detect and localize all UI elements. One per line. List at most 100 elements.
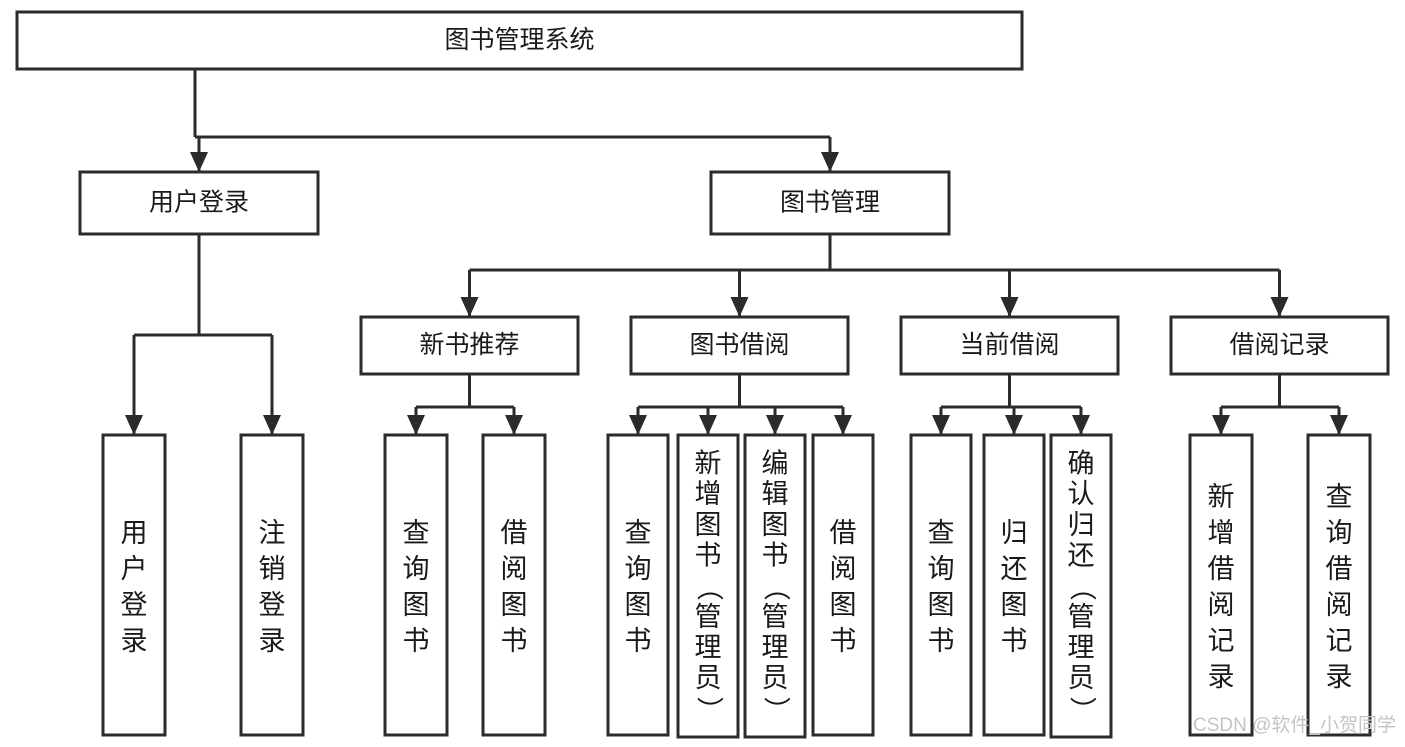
node-label-char: 查	[1326, 482, 1353, 512]
node-label-char: 书	[695, 541, 722, 571]
node-label-char: 图	[625, 590, 652, 620]
node-label-char: 询	[403, 554, 430, 584]
arrow-down-icon	[460, 297, 479, 317]
node-label-char: 员	[762, 663, 789, 693]
node-label-char: 新	[695, 449, 722, 479]
node-label-char: 还	[1001, 554, 1028, 584]
arrow-down-icon	[932, 415, 950, 435]
node-label-char: 借	[501, 518, 528, 548]
node-label-char: 新	[1208, 482, 1235, 512]
node-label-char: 归	[1068, 510, 1095, 540]
node-label-char: 图	[1001, 590, 1028, 620]
arrow-down-icon	[125, 415, 143, 435]
node-label: 用户登录	[149, 189, 249, 217]
node-label-char: 理	[695, 633, 722, 663]
arrow-down-icon	[730, 297, 749, 317]
node-借阅记录[interactable]: 借阅记录	[1169, 315, 1390, 376]
node-label-char: 查	[625, 518, 652, 548]
node-label-char: （	[694, 574, 724, 601]
arrow-down-icon	[629, 415, 647, 435]
csdn-watermark: CSDN @软件_小贺同学	[1193, 714, 1396, 736]
node-label-char: 借	[1208, 554, 1235, 584]
node-用户登录[interactable]: 用户登录	[101, 433, 167, 737]
node-label-char: 管	[695, 602, 722, 632]
arrow-down-icon	[834, 415, 852, 435]
node-label: 图书借阅	[689, 331, 789, 359]
node-图书管理系统[interactable]: 图书管理系统	[15, 10, 1024, 71]
arrow-down-icon	[1212, 415, 1230, 435]
node-label-char: 书	[1001, 626, 1028, 656]
arrow-down-icon	[1330, 415, 1348, 435]
node-label-char: 图	[403, 590, 430, 620]
node-当前借阅[interactable]: 当前借阅	[899, 315, 1120, 376]
node-label-char: 登	[259, 590, 286, 620]
node-label-char: 阅	[1208, 590, 1235, 620]
arrow-down-icon	[190, 152, 208, 172]
node-label-char: 员	[695, 663, 722, 693]
node-label-char: 询	[1326, 518, 1353, 548]
node-label-char: 阅	[830, 554, 857, 584]
node-label: 图书管理	[780, 189, 880, 217]
node-图书管理[interactable]: 图书管理	[709, 170, 951, 236]
node-label-char: 查	[928, 518, 955, 548]
node-图书借阅[interactable]: 图书借阅	[629, 315, 850, 376]
node-layer: 图书管理系统用户登录图书管理新书推荐图书借阅当前借阅借阅记录用户登录注销登录查询…	[15, 10, 1390, 739]
node-label-char: 询	[625, 554, 652, 584]
arrow-down-icon	[263, 415, 281, 435]
node-label-char: ）	[761, 696, 791, 723]
node-label-char: 借	[1326, 554, 1353, 584]
node-label-char: 图	[830, 590, 857, 620]
arrow-down-icon	[505, 415, 523, 435]
node-label: 新书推荐	[419, 331, 519, 359]
node-label-char: 记	[1208, 626, 1235, 656]
node-label-char: （	[1067, 574, 1097, 601]
node-label-char: 辑	[762, 479, 789, 509]
arrow-down-icon	[407, 415, 425, 435]
node-label-char: 理	[1068, 633, 1095, 663]
node-用户登录[interactable]: 用户登录	[78, 170, 320, 236]
node-label-char: 图	[695, 510, 722, 540]
node-label-char: 归	[1001, 518, 1028, 548]
node-label-char: 书	[501, 626, 528, 656]
node-label-char: ）	[694, 696, 724, 723]
node-label-char: 认	[1068, 479, 1095, 509]
arrow-down-icon	[1270, 297, 1289, 317]
node-label-char: 书	[762, 541, 789, 571]
arrow-down-icon	[766, 415, 784, 435]
node-label-char: 增	[1208, 518, 1235, 548]
node-label-char: 书	[830, 626, 857, 656]
node-label-char: 录	[1326, 662, 1353, 692]
arrow-down-icon	[1000, 297, 1019, 317]
node-新书推荐[interactable]: 新书推荐	[359, 315, 580, 376]
node-label-char: 确	[1068, 449, 1095, 479]
node-label-char: 理	[762, 633, 789, 663]
node-label-char: 书	[625, 626, 652, 656]
node-label-char: 图	[501, 590, 528, 620]
node-label: 借阅记录	[1229, 331, 1329, 359]
node-label-char: 录	[259, 626, 286, 656]
node-label-char: 增	[695, 479, 722, 509]
node-label-char: 管	[762, 602, 789, 632]
node-label-char: 户	[121, 554, 148, 584]
node-label: 图书管理系统	[444, 26, 594, 54]
node-label-char: 查	[403, 518, 430, 548]
node-label-char: 编	[762, 449, 789, 479]
node-label-char: 图	[762, 510, 789, 540]
node-label-char: （	[761, 574, 791, 601]
node-label-char: 注	[259, 518, 286, 548]
node-label-char: 阅	[1326, 590, 1353, 620]
node-label-char: ）	[1067, 696, 1097, 723]
